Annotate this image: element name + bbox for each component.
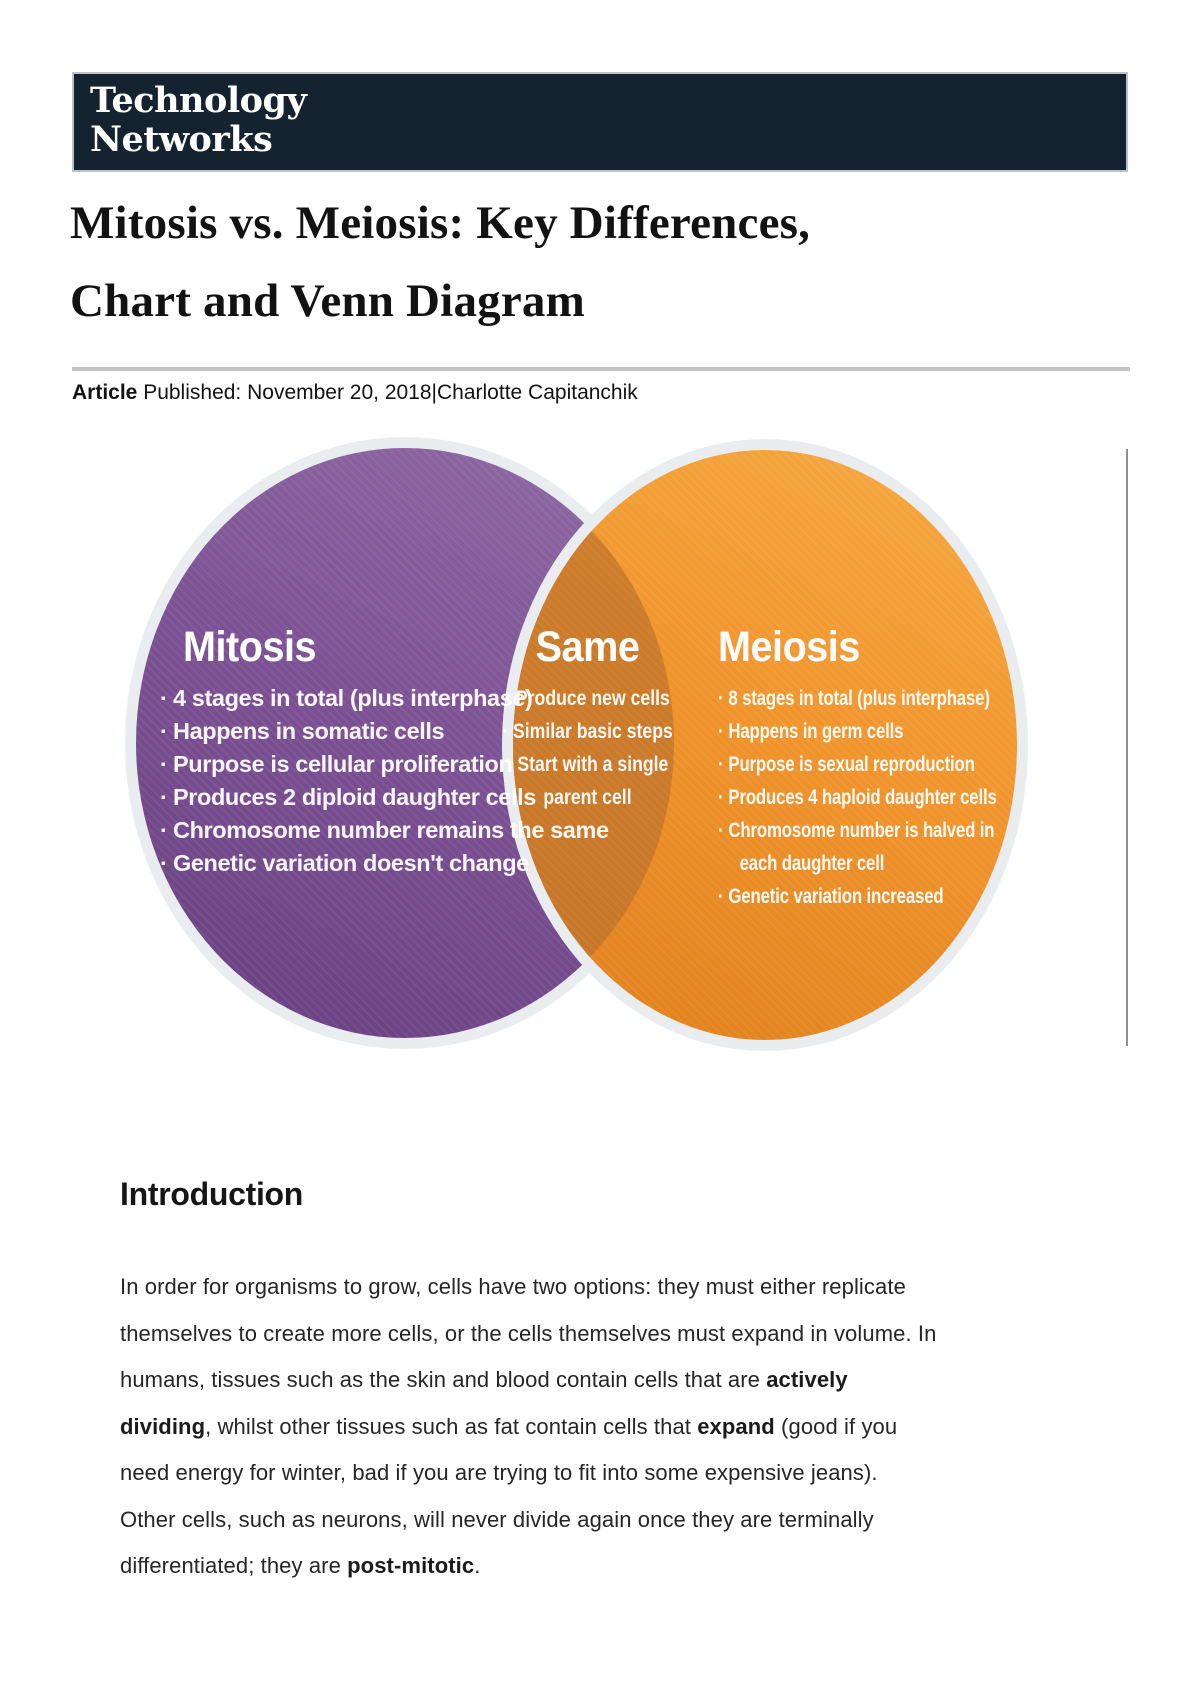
venn-list-item: ·Happens in germ cells (718, 720, 904, 743)
published-date-author: Published: November 20, 2018|Charlotte C… (137, 381, 638, 404)
same-list: · Produce new cells · Similar basic steps… (497, 682, 678, 814)
venn-list-item: ·Chromosome number is halved in (718, 819, 995, 842)
paragraph-line: dividing, whilst other tissues such as f… (120, 1413, 898, 1439)
mitosis-list: ·4 stages in total (plus interphase) ·Hap… (160, 682, 609, 880)
paragraph-line: Other cells, such as neurons, will never… (120, 1506, 874, 1532)
venn-list-item: parent cell (543, 786, 632, 809)
venn-list-item: · Start with a single (506, 753, 669, 776)
venn-list-item: ·Purpose is cellular proliferation (160, 751, 513, 777)
article-byline: Article Published: November 20, 2018|Cha… (72, 381, 638, 405)
paragraph-line: humans, tissues such as the skin and blo… (120, 1367, 848, 1392)
venn-list-item: ·4 stages in total (plus interphase) (160, 685, 533, 711)
paragraph-line: themselves to create more cells, or the … (120, 1320, 937, 1346)
meiosis-column: Meiosis ·8 stages in total (plus interph… (718, 626, 1066, 913)
meiosis-circle (513, 450, 1017, 1040)
venn-list-item: ·Purpose is sexual reproduction (718, 753, 975, 776)
title-divider (72, 367, 1130, 371)
mitosis-circle (136, 448, 674, 1038)
mitosis-column: Mitosis ·4 stages in total (plus interph… (160, 626, 609, 880)
meiosis-heading: Meiosis (718, 623, 860, 671)
venn-list-item: · Similar basic steps (502, 720, 673, 743)
page-title-line-2: Chart and Venn Diagram (70, 275, 585, 327)
site-header-banner: Technology Networks (72, 72, 1128, 172)
article-type-label: Article (72, 381, 138, 404)
same-heading: Same (535, 623, 640, 671)
technology-networks-logo[interactable]: Technology Networks (90, 80, 307, 160)
venn-list-item: ·Happens in somatic cells (160, 718, 445, 744)
venn-list-item: ·Genetic variation increased (718, 885, 944, 908)
paragraph-line: differentiated; they are post-mitotic. (120, 1553, 481, 1578)
image-right-border (1126, 449, 1128, 1046)
venn-list-item: ·Chromosome number remains the same (160, 817, 609, 843)
paragraph-line: In order for organisms to grow, cells ha… (120, 1274, 906, 1299)
venn-list-item: · Produce new cells (505, 687, 670, 710)
venn-list-item: ·each daughter cell (739, 852, 885, 875)
venn-list-item: ·Genetic variation doesn't change (160, 850, 529, 876)
mitosis-heading: Mitosis (183, 623, 317, 671)
introduction-heading: Introduction (120, 1176, 304, 1212)
logo-line-1: Technology (90, 80, 307, 121)
meiosis-list: ·8 stages in total (plus interphase) ·Hap… (718, 682, 997, 913)
page-title-line-1: Mitosis vs. Meiosis: Key Differences, (70, 197, 811, 249)
page-title: Mitosis vs. Meiosis: Key Differences, Ch… (70, 184, 1090, 340)
introduction-paragraph: In order for organisms to grow, cells ha… (120, 1264, 1080, 1590)
logo-line-2: Networks (90, 119, 273, 160)
paragraph-line: need energy for winter, bad if you are t… (120, 1460, 878, 1485)
venn-list-item: ·Produces 2 diploid daughter cells (160, 784, 536, 810)
venn-list-item: ·Produces 4 haploid daughter cells (718, 786, 997, 809)
venn-list-item: ·8 stages in total (plus interphase) (718, 687, 990, 710)
same-column: Same · Produce new cells · Similar basic … (480, 626, 695, 814)
